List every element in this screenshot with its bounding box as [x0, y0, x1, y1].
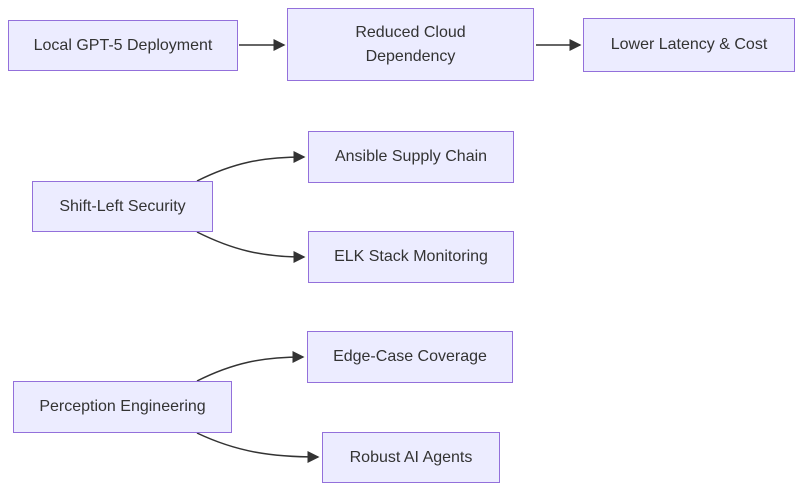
- node-label: Ansible Supply Chain: [334, 148, 488, 165]
- node-elk-stack-monitoring: ELK Stack Monitoring: [308, 231, 514, 283]
- node-label: ELK Stack Monitoring: [334, 248, 488, 265]
- edge-perception-to-edgecase: [196, 351, 305, 382]
- edge-shiftleft-to-ansible: [196, 151, 306, 182]
- node-reduced-cloud-dependency: Reduced Cloud Dependency: [287, 8, 534, 81]
- node-ansible-supply-chain: Ansible Supply Chain: [308, 131, 514, 183]
- node-label: Robust AI Agents: [349, 448, 473, 466]
- node-label: Perception Engineering: [39, 398, 206, 415]
- node-shift-left-security: Shift-Left Security: [32, 181, 213, 232]
- node-label: Lower Latency & Cost: [610, 36, 768, 53]
- node-label: Shift-Left Security: [59, 197, 186, 215]
- node-label: Edge-Case Coverage: [333, 348, 487, 365]
- edge-perception-to-robust: [196, 432, 320, 463]
- node-perception-engineering: Perception Engineering: [13, 381, 232, 433]
- node-robust-ai-agents: Robust AI Agents: [322, 432, 500, 483]
- node-edge-case-coverage: Edge-Case Coverage: [307, 331, 513, 383]
- node-label: Local GPT-5 Deployment: [33, 36, 213, 54]
- node-label: Reduced Cloud Dependency: [355, 23, 466, 65]
- node-lower-latency-cost: Lower Latency & Cost: [583, 18, 795, 72]
- edge-shiftleft-to-elk: [196, 231, 306, 263]
- node-local-gpt5-deployment: Local GPT-5 Deployment: [8, 20, 238, 71]
